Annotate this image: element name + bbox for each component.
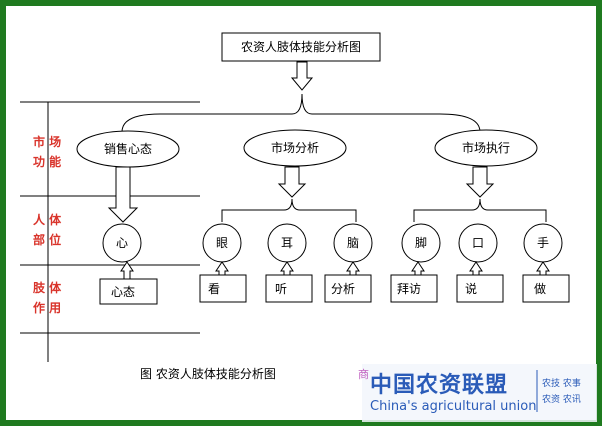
organ-label: 口	[472, 236, 484, 250]
down-arrow	[465, 166, 495, 198]
down-arrow	[290, 61, 314, 91]
organ-label: 耳	[281, 236, 293, 250]
row-dividers	[20, 101, 200, 362]
oval-market-label: 销售心态	[104, 141, 152, 156]
figure-caption: 图 农资人肢体技能分析图	[140, 366, 276, 381]
row-label-body-2: 部 位	[33, 232, 61, 247]
action-label: 做	[534, 281, 546, 296]
row-label-limb-1: 肢 体	[33, 280, 62, 295]
watermark-cn: 中国农资联盟	[370, 372, 508, 398]
row-label-limb-2: 作 用	[33, 300, 61, 315]
organ-circles: 心 眼 耳 脑 脚 口 手	[102, 223, 563, 263]
action-label: 听	[275, 282, 287, 296]
organ-circle	[401, 223, 441, 263]
row-label-market-2: 功 能	[33, 154, 61, 169]
action-label: 拜访	[397, 282, 421, 296]
watermark-logo: 商 中国农资联盟 China's agricultural union 农技 农…	[358, 364, 597, 422]
row-labels: 市 场 功 能 人 体 部 位 肢 体 作 用	[33, 134, 62, 315]
brace-mid	[413, 198, 547, 222]
oval-market	[243, 129, 347, 167]
action-box	[199, 274, 247, 303]
organ-label: 手	[537, 236, 549, 250]
action-box	[99, 278, 158, 305]
action-box	[522, 274, 570, 303]
watermark-side-2: 农资 农讯	[542, 393, 581, 405]
action-label: 心态	[111, 285, 135, 299]
title-text: 农资人肢体技能分析图	[241, 39, 361, 54]
action-box	[456, 274, 504, 303]
organ-circle	[458, 223, 498, 263]
action-label: 说	[465, 281, 477, 296]
action-label: 分析	[331, 282, 355, 296]
brace-top	[121, 93, 481, 133]
oval-market	[434, 129, 538, 167]
title-box: 农资人肢体技能分析图	[221, 32, 381, 62]
organ-label: 脑	[347, 236, 359, 250]
watermark-side-1: 农技 农事	[542, 377, 581, 389]
organ-label: 心	[116, 236, 128, 250]
action-label: 看	[208, 282, 220, 296]
watermark-partial: 商	[358, 367, 369, 381]
row-label-body-1: 人 体	[33, 212, 62, 227]
oval-market-label: 市场执行	[462, 140, 510, 155]
action-box	[324, 274, 372, 303]
market-ovals: 销售心态 市场分析 市场执行	[76, 129, 538, 168]
action-box	[390, 274, 438, 303]
down-arrow	[277, 166, 307, 198]
action-box	[265, 274, 313, 303]
organ-circle	[102, 223, 142, 263]
organ-label: 脚	[415, 235, 427, 250]
row-label-market-1: 市 场	[33, 134, 61, 149]
brace-mid	[221, 198, 357, 222]
watermark-en: China's agricultural union	[370, 399, 536, 414]
oval-market-label: 市场分析	[271, 140, 319, 155]
action-boxes: 心态 看 听 分析 拜访 说 做	[99, 274, 570, 305]
down-arrow	[107, 166, 139, 223]
organ-label: 眼	[216, 236, 228, 250]
